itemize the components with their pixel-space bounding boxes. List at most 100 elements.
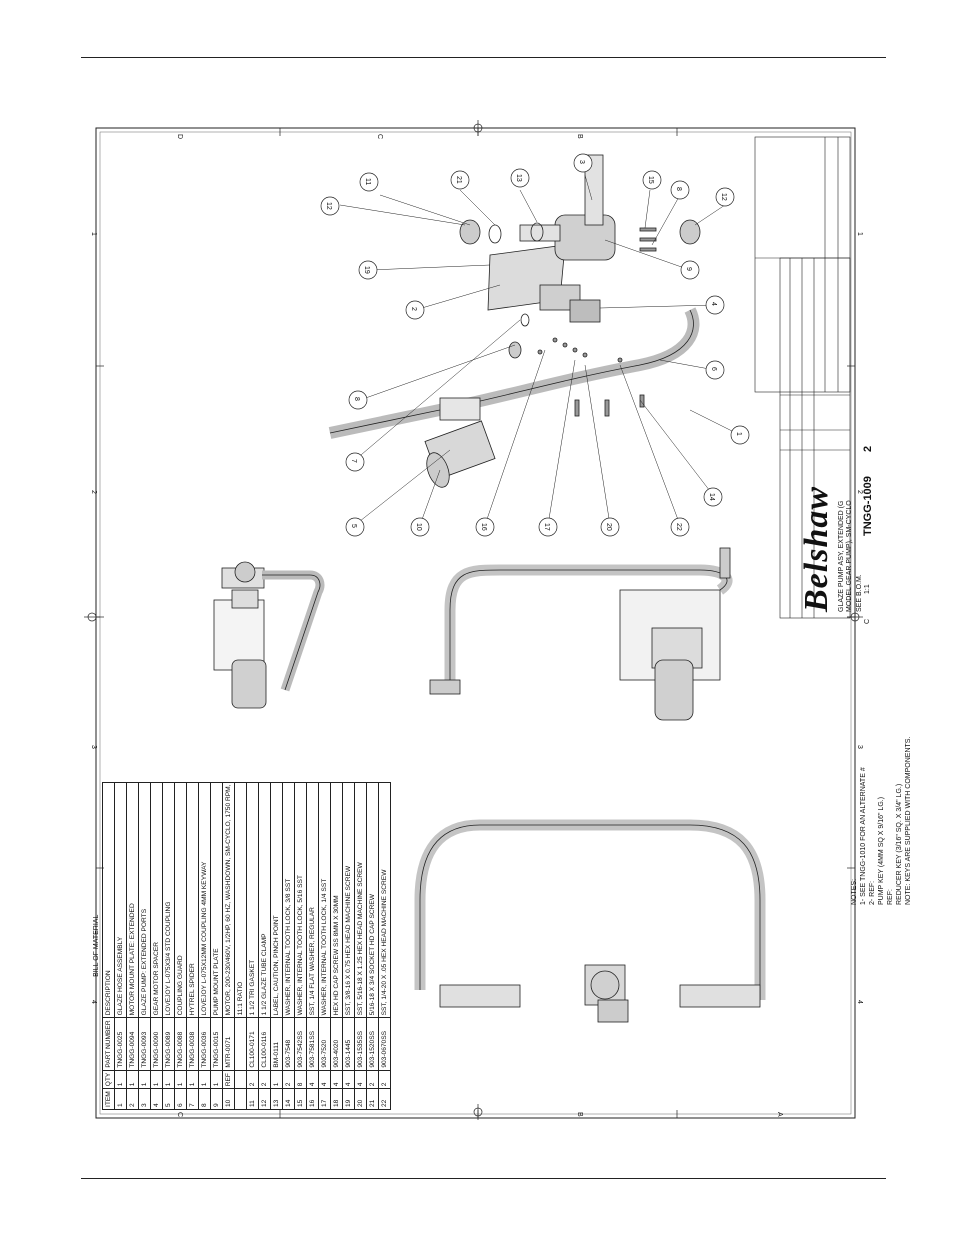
zone-labels: D C B C B A 1 2 3 4 1 2 3 4 <box>90 134 863 1117</box>
zone-side-4: 4 <box>90 1000 97 1004</box>
bom-description: MOTOR, 200-230/460V, 1/2HP, 60 HZ, WASHD… <box>222 782 235 1018</box>
zone-side-r4: 4 <box>856 1000 863 1004</box>
bom-part-number: TNGG-0093 <box>138 1017 151 1071</box>
zone-bottom-1: C <box>176 1112 183 1117</box>
pump-mount-plate <box>439 397 481 421</box>
bom-part-number: 903-7520 <box>318 1017 331 1071</box>
svg-text:21: 21 <box>455 176 462 184</box>
svg-text:12: 12 <box>325 202 332 210</box>
bom-item: 10 <box>222 1088 235 1110</box>
leader-lines <box>339 174 741 526</box>
bom-table: BILL OF MATERIAL ITEM QTY PART NUMBER DE… <box>91 782 391 1110</box>
bom-description: HYTREL SPIDER <box>186 782 199 1018</box>
bom-description: GLAZE HOSE ASSEMBLY <box>114 782 127 1018</box>
balloon-17: 17 <box>538 517 558 537</box>
svg-text:17: 17 <box>543 523 550 531</box>
bom-qty: 4 <box>354 1070 367 1089</box>
zone-side-r2: 2 <box>856 490 863 494</box>
bom-description: WASHER, INTERNAL TOOTH LOCK, 3/8 SST <box>282 782 295 1018</box>
bom-qty: 2 <box>246 1070 259 1089</box>
svg-text:16: 16 <box>480 523 487 531</box>
note-line: NOTES: <box>851 878 858 905</box>
bom-item: 14 <box>282 1088 295 1110</box>
tube-clamp-2 <box>679 219 701 245</box>
scale-value: 1:1 <box>864 584 871 594</box>
zone-side-3: 3 <box>90 745 97 749</box>
sheet-border <box>95 127 856 1119</box>
bom-part-number: TNGG-0038 <box>186 1017 199 1071</box>
bom-qty: 1 <box>270 1070 283 1089</box>
svg-text:2: 2 <box>410 307 417 311</box>
zone-top-3: B <box>576 134 583 139</box>
balloon-8a: 8 <box>670 180 690 200</box>
bom-description: SST, 3/8-16 X 0.75 HEX HEAD MACHINE SCRE… <box>342 782 355 1018</box>
bom-part-number: TNGG-0094 <box>126 1017 139 1071</box>
bom-part-number: TNGG-0088 <box>174 1017 187 1071</box>
zone-top-1: D <box>176 134 183 139</box>
fasteners <box>537 227 657 417</box>
balloon-11: 11 <box>359 172 379 192</box>
balloon-7: 7 <box>345 452 365 472</box>
note-line: NOTE: KEYS ARE SUPPLIED WITH COMPONENTS. <box>905 736 912 905</box>
bom-item: 5 <box>162 1088 175 1110</box>
size-value: C <box>864 618 871 624</box>
balloon-1: 1 <box>730 425 750 445</box>
balloon-16: 16 <box>475 517 495 537</box>
tri-gasket-1 <box>488 224 502 244</box>
side-view <box>213 561 325 709</box>
balloon-21: 21 <box>450 170 470 190</box>
note-line: REDUCER KEY (3/16" SQ. X 3/4" LG.) <box>896 783 903 905</box>
bom-item <box>234 1088 247 1110</box>
bom-description: SST, 1/4-20 X .05 HEX HEAD MACHINE SCREW <box>378 782 391 1018</box>
svg-text:4: 4 <box>710 302 717 306</box>
bom-header-part: PART NUMBER <box>102 1017 115 1071</box>
bom-qty: 2 <box>366 1070 379 1089</box>
bom-description: HEX HD CAP SCREW SS 8MM X 30MM <box>330 782 343 1018</box>
bom-qty: 1 <box>210 1070 223 1089</box>
note-line: REF: <box>887 889 894 905</box>
svg-text:11: 11 <box>364 178 371 185</box>
balloon-4: 4 <box>705 295 725 315</box>
bom-qty: 2 <box>282 1070 295 1089</box>
bom-title: BILL OF MATERIAL <box>93 914 100 977</box>
bom-description: 1 1/2 TRI GASKET <box>246 782 259 1018</box>
bom-description: PUMP MOUNT PLATE <box>210 782 223 1018</box>
material-value: SEE B.O.M. <box>856 574 863 612</box>
balloon-12b: 12 <box>320 196 340 216</box>
zone-side-r3: 3 <box>856 745 863 749</box>
bom-item: 9 <box>210 1088 223 1110</box>
bom-part-number: CL100-0171 <box>246 1017 259 1071</box>
bom-part-number: TNGG-0015 <box>210 1017 223 1071</box>
bom-item: 3 <box>138 1088 151 1110</box>
bom-part-number: 903-0670SS <box>378 1017 391 1071</box>
balloon-6: 6 <box>705 360 725 380</box>
bom-qty: 2 <box>258 1070 271 1089</box>
table-row: 11:1 RATIO <box>234 782 247 1110</box>
svg-text:13: 13 <box>515 174 522 182</box>
bom-qty: 1 <box>162 1070 175 1089</box>
balloon-13: 13 <box>510 168 530 188</box>
balloon-8b: 8 <box>348 390 368 410</box>
bom-part-number: TNGG-0090 <box>150 1017 163 1071</box>
bom-item: 1 <box>114 1088 127 1110</box>
zone-side-2: 2 <box>90 490 97 494</box>
bom-description: 1 1/2 GLAZE TUBE CLAMP <box>258 782 271 1018</box>
sheet-inner-border <box>99 131 852 1115</box>
bom-part-number: 903-1520SS <box>366 1017 379 1071</box>
bom-header-desc: DESCRIPTION <box>102 782 115 1018</box>
bom-part-number: TNGG-0089 <box>162 1017 175 1071</box>
svg-text:8: 8 <box>675 187 682 191</box>
bom-description: LABEL, CAUTION, PINCH POINT <box>270 782 283 1018</box>
bom-qty: 4 <box>318 1070 331 1089</box>
